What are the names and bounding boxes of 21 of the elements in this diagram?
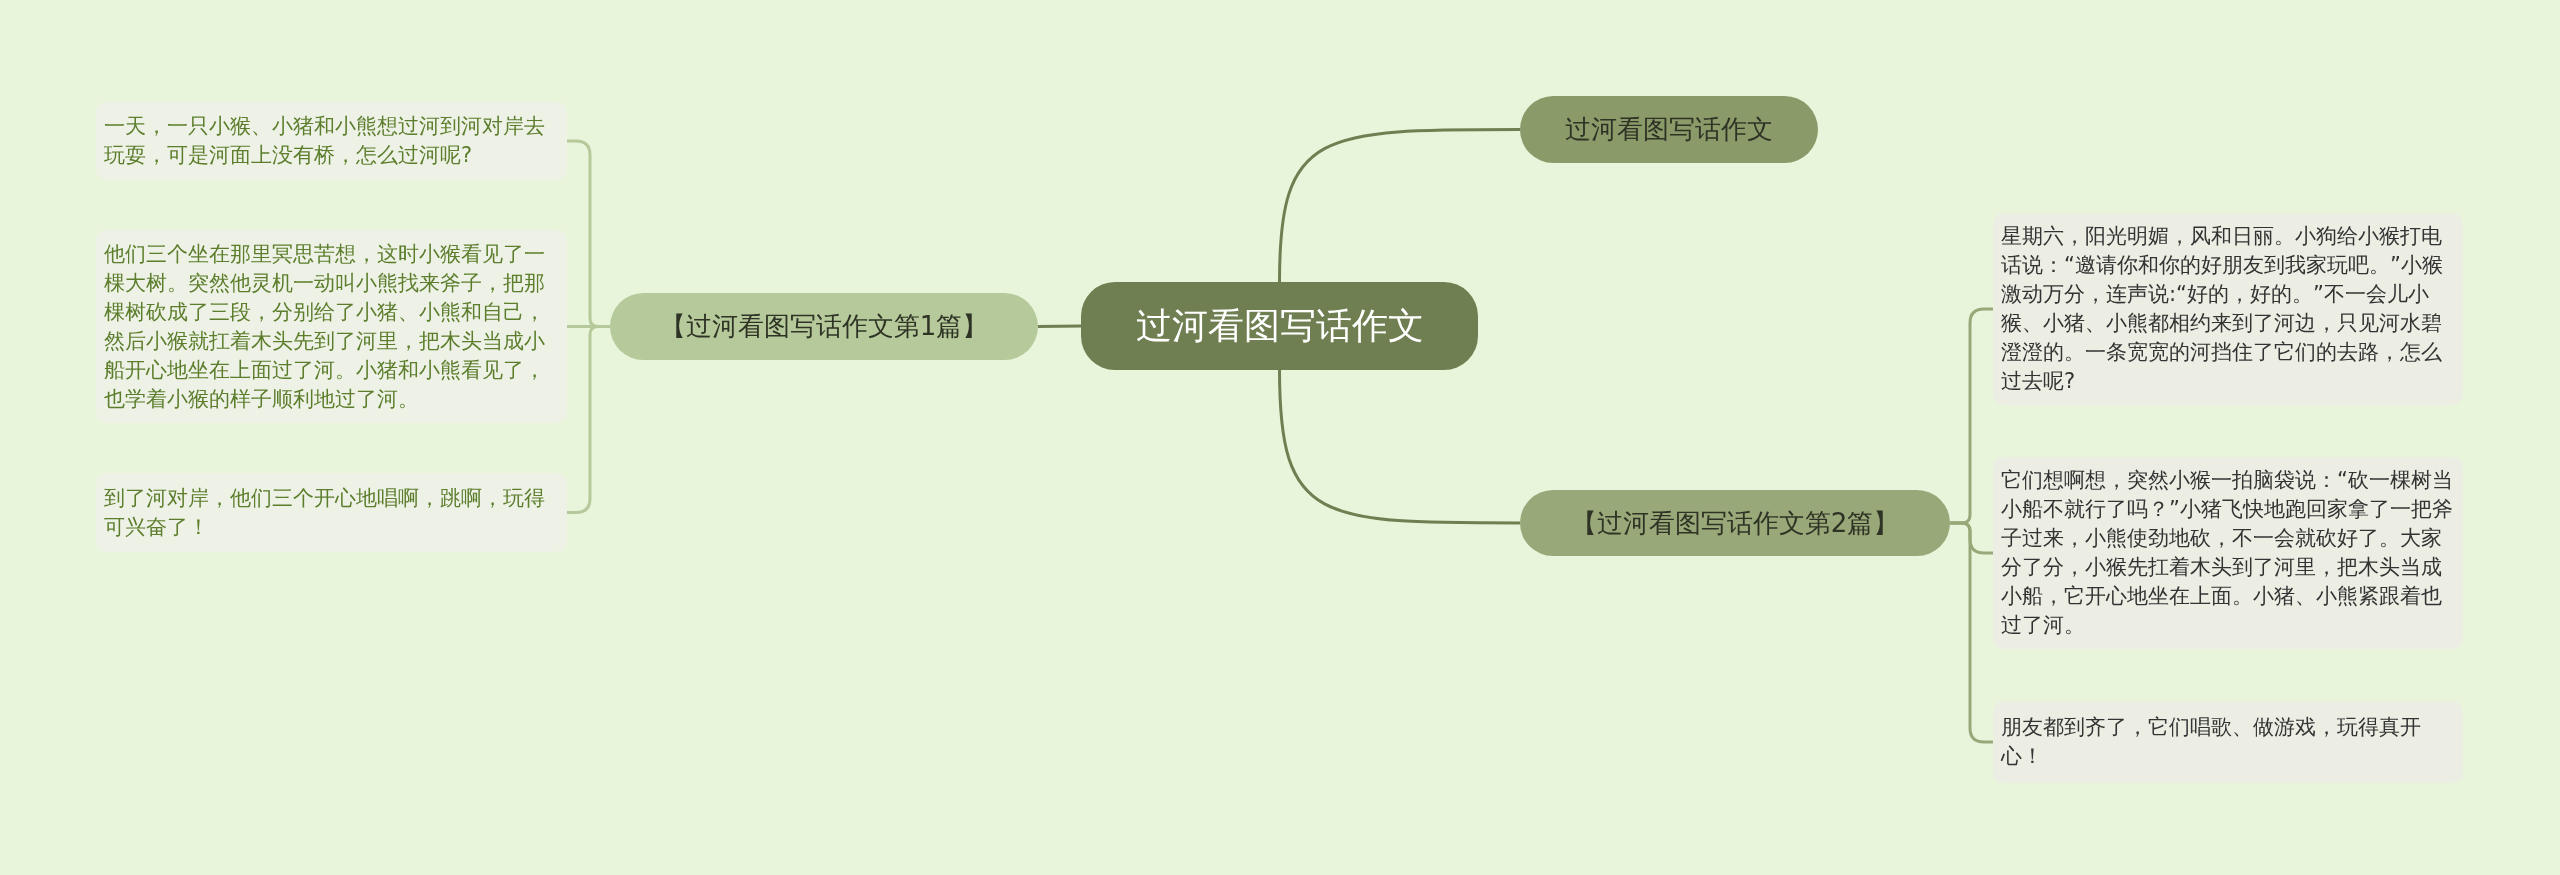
paragraph-text: 一天，一只小猴、小猪和小熊想过河到河对岸去玩耍，可是河面上没有桥，怎么过河呢? xyxy=(104,113,546,169)
paragraph-text: 它们想啊想，突然小猴一拍脑袋说：“砍一棵树当小船不就行了吗？”小猪飞快地跑回家拿了一把斧子过来，小熊使劲地砍，不一会就砍好了。大家分了分，小猴先扛着木头到了河里，把木头当成小船，它开心地坐在上面。小猪、小熊紧跟着也过了河。 xyxy=(2001,467,2454,639)
central-topic xyxy=(1081,282,1478,370)
connector-line xyxy=(1278,369,1520,525)
connector-line xyxy=(1950,521,1993,744)
paragraph-text: 星期六，阳光明媚，风和日丽。小狗给小猴打电话说：“邀请你和你的好朋友到我家玩吧。”小猴激动万分，连声说:“好的，好的。”不一会儿小猴、小猪、小熊都相约来到了河边，只见河水碧澄澄的。一条宽宽的河挡住了它们的去路，怎么过去呢? xyxy=(2001,223,2444,395)
text-card xyxy=(96,473,567,552)
topic-label: 过河看图写话作文 xyxy=(1135,303,1424,348)
topic-label: 过河看图写话作文 xyxy=(1565,113,1773,146)
text-card xyxy=(1993,213,2463,405)
connector-line xyxy=(567,325,610,514)
text-card xyxy=(1993,701,2463,783)
connector-line xyxy=(1278,128,1520,283)
topic-label: 【过河看图写话作文第1篇】 xyxy=(659,310,989,343)
paragraph-text: 朋友都到齐了，它们唱歌、做游戏，玩得真开心！ xyxy=(2001,714,2422,770)
paragraph-text: 到了河对岸，他们三个开心地唱啊，跳啊，玩得可兴奋了！ xyxy=(104,484,546,541)
paragraph-text: 他们三个坐在那里冥思苦想，这时小猴看见了一棵大树。突然他灵机一动叫小熊找来斧子，把那棵树砍成了三段，分别给了小猪、小熊和自己，然后小猴就扛着木头先到了河里，把木头当成小船开心地坐在上面过了河。小猪和小熊看见了，也学着小猴的样子顺利地过了河。 xyxy=(104,240,546,413)
topic-label: 【过河看图写话作文第2篇】 xyxy=(1570,506,1900,540)
connector-line xyxy=(1038,324,1081,328)
text-card xyxy=(96,230,567,423)
text-card xyxy=(96,102,567,180)
